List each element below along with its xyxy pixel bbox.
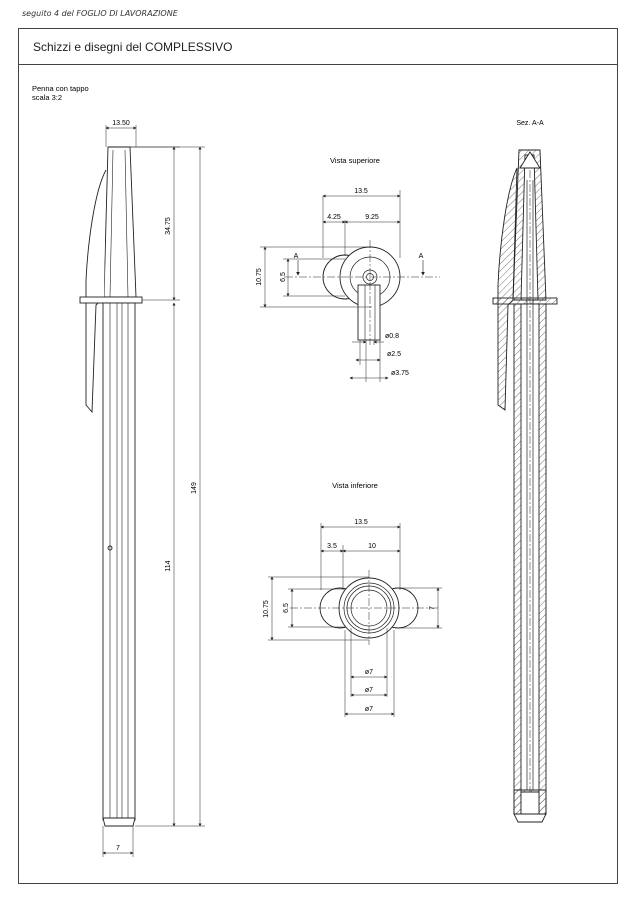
top-section-mark-left: A — [294, 253, 299, 260]
top-dim-right: 9.25 — [365, 214, 379, 221]
drawing-frame: Schizzi e disegni del COMPLESSIVO — [18, 28, 618, 884]
caption-scale: scala 3:2 — [32, 93, 62, 102]
cap-body — [103, 146, 137, 298]
bottom-view-title: Vista inferiore — [332, 481, 378, 490]
barrel — [102, 302, 136, 821]
dim-barrel-length: 114 — [165, 560, 172, 571]
dim-cap-width: 13.50 — [112, 120, 130, 127]
bottom-dim-d2: ø7 — [365, 687, 373, 694]
top-section-mark-right: A — [419, 253, 424, 260]
section-view — [492, 149, 558, 823]
top-view — [260, 190, 440, 382]
dim-total-length: 149 — [191, 482, 198, 494]
bottom-dim-left: 3.5 — [327, 543, 337, 550]
top-dim-left: 4.25 — [327, 214, 341, 221]
bottom-dim-d3: ø7 — [365, 706, 373, 713]
bottom-dim-right: 10 — [368, 543, 376, 550]
caption-title: Penna con tappo — [32, 84, 89, 93]
cap-clip — [85, 169, 107, 414]
bottom-dim-width: 13.5 — [354, 519, 368, 526]
frame-title-bar: Schizzi e disegni del COMPLESSIVO — [19, 29, 617, 65]
top-dim-width: 13.5 — [354, 188, 368, 195]
dim-tip-width: 7 — [116, 845, 120, 852]
barrel-end — [102, 817, 136, 827]
bottom-dim-side: 7 — [429, 606, 436, 610]
top-view-title: Vista superiore — [330, 156, 380, 165]
top-dim-d3: ø3.75 — [391, 370, 409, 377]
section-view-label: Sez. A-A — [516, 120, 544, 127]
bottom-dim-height: 10.75 — [263, 600, 270, 618]
dim-cap-length: 34.75 — [165, 217, 172, 235]
bottom-view — [268, 523, 442, 717]
frame-title: Schizzi e disegni del COMPLESSIVO — [33, 40, 233, 54]
top-dim-d1: ø0.8 — [385, 333, 399, 340]
side-view — [79, 125, 205, 857]
header-note: seguito 4 del FOGLIO DI LAVORAZIONE — [22, 9, 178, 18]
top-dim-inner: 6.5 — [280, 272, 287, 282]
top-dim-height: 10.75 — [256, 268, 263, 286]
bottom-dim-inner: 6.5 — [283, 603, 290, 613]
top-dim-d2: ø2.5 — [387, 351, 401, 358]
cap-ring — [79, 296, 143, 304]
bottom-dim-d1: ø7 — [365, 669, 373, 676]
